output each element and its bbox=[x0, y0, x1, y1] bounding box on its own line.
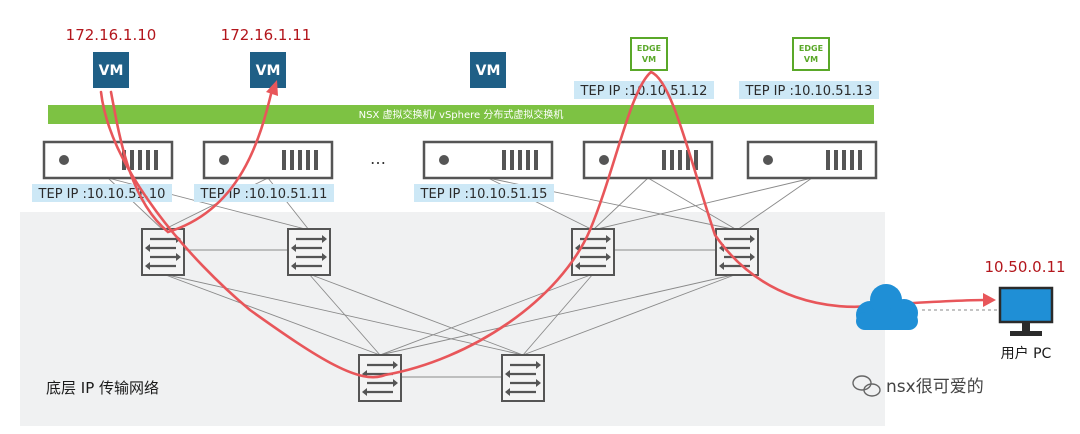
vm-1-ip: 172.16.1.10 bbox=[66, 26, 157, 44]
user-pc-icon[interactable] bbox=[998, 286, 1054, 336]
vm-2-ip: 172.16.1.11 bbox=[221, 26, 312, 44]
underlay-label: 底层 IP 传输网络 bbox=[46, 379, 159, 397]
edge-vm-1-line2: VM bbox=[642, 55, 656, 64]
tep-bg-edge-2 bbox=[739, 81, 879, 99]
server-3[interactable] bbox=[422, 140, 554, 180]
edge-vm-1[interactable]: EDGE VM bbox=[630, 37, 668, 71]
tep-label-2: TEP IP :10.10.51.11 bbox=[200, 187, 328, 202]
server-5[interactable] bbox=[746, 140, 878, 180]
path-arrowhead-pc bbox=[983, 293, 996, 307]
user-pc-label: 用户 PC bbox=[1001, 345, 1052, 362]
vm-3-label: VM bbox=[476, 63, 501, 79]
edge-vm-2-line1: EDGE bbox=[799, 44, 823, 53]
vds-bar bbox=[48, 105, 874, 124]
watermark-text: nsx很可爱的 bbox=[886, 377, 984, 397]
tep-label-1: TEP IP :10.10.51.10 bbox=[38, 187, 166, 202]
cloud-icon bbox=[856, 284, 918, 330]
remote-ip: 10.50.0.11 bbox=[984, 258, 1065, 276]
path-vm1-vm2 bbox=[109, 88, 274, 234]
spine-switch-1[interactable] bbox=[357, 353, 403, 403]
leaf-switch-4[interactable] bbox=[714, 227, 760, 277]
wechat-icon bbox=[852, 375, 881, 397]
vm-1[interactable]: VM bbox=[93, 52, 129, 88]
tep-bg-2 bbox=[194, 184, 334, 202]
path-arrowhead-vm2 bbox=[266, 80, 278, 96]
server-2[interactable] bbox=[202, 140, 334, 180]
path-vm1-edge-pc bbox=[99, 70, 987, 379]
vm-3[interactable]: VM bbox=[470, 52, 506, 88]
tep-label-3: TEP IP :10.10.51.15 bbox=[420, 187, 548, 202]
edge-vm-1-line1: EDGE bbox=[637, 44, 661, 53]
traffic-paths bbox=[99, 70, 987, 379]
vm-2[interactable]: VM bbox=[250, 52, 286, 88]
vds-label: NSX 虚拟交换机/ vSphere 分布式虚拟交换机 bbox=[359, 108, 564, 121]
server-1[interactable] bbox=[42, 140, 174, 180]
edge-vm-2-line2: VM bbox=[804, 55, 818, 64]
ellipsis: … bbox=[370, 149, 386, 168]
tep-label-edge-2: TEP IP :10.10.51.13 bbox=[745, 84, 873, 99]
vm-1-label: VM bbox=[99, 63, 124, 79]
leaf-switch-2[interactable] bbox=[286, 227, 332, 277]
edge-vm-2[interactable]: EDGE VM bbox=[792, 37, 830, 71]
leaf-switch-1[interactable] bbox=[140, 227, 186, 277]
tep-bg-3 bbox=[414, 184, 554, 202]
tep-bg-edge-1 bbox=[574, 81, 714, 99]
vm-2-label: VM bbox=[256, 63, 281, 79]
tep-label-edge-1: TEP IP :10.10.51.12 bbox=[580, 84, 708, 99]
spine-switch-2[interactable] bbox=[500, 353, 546, 403]
